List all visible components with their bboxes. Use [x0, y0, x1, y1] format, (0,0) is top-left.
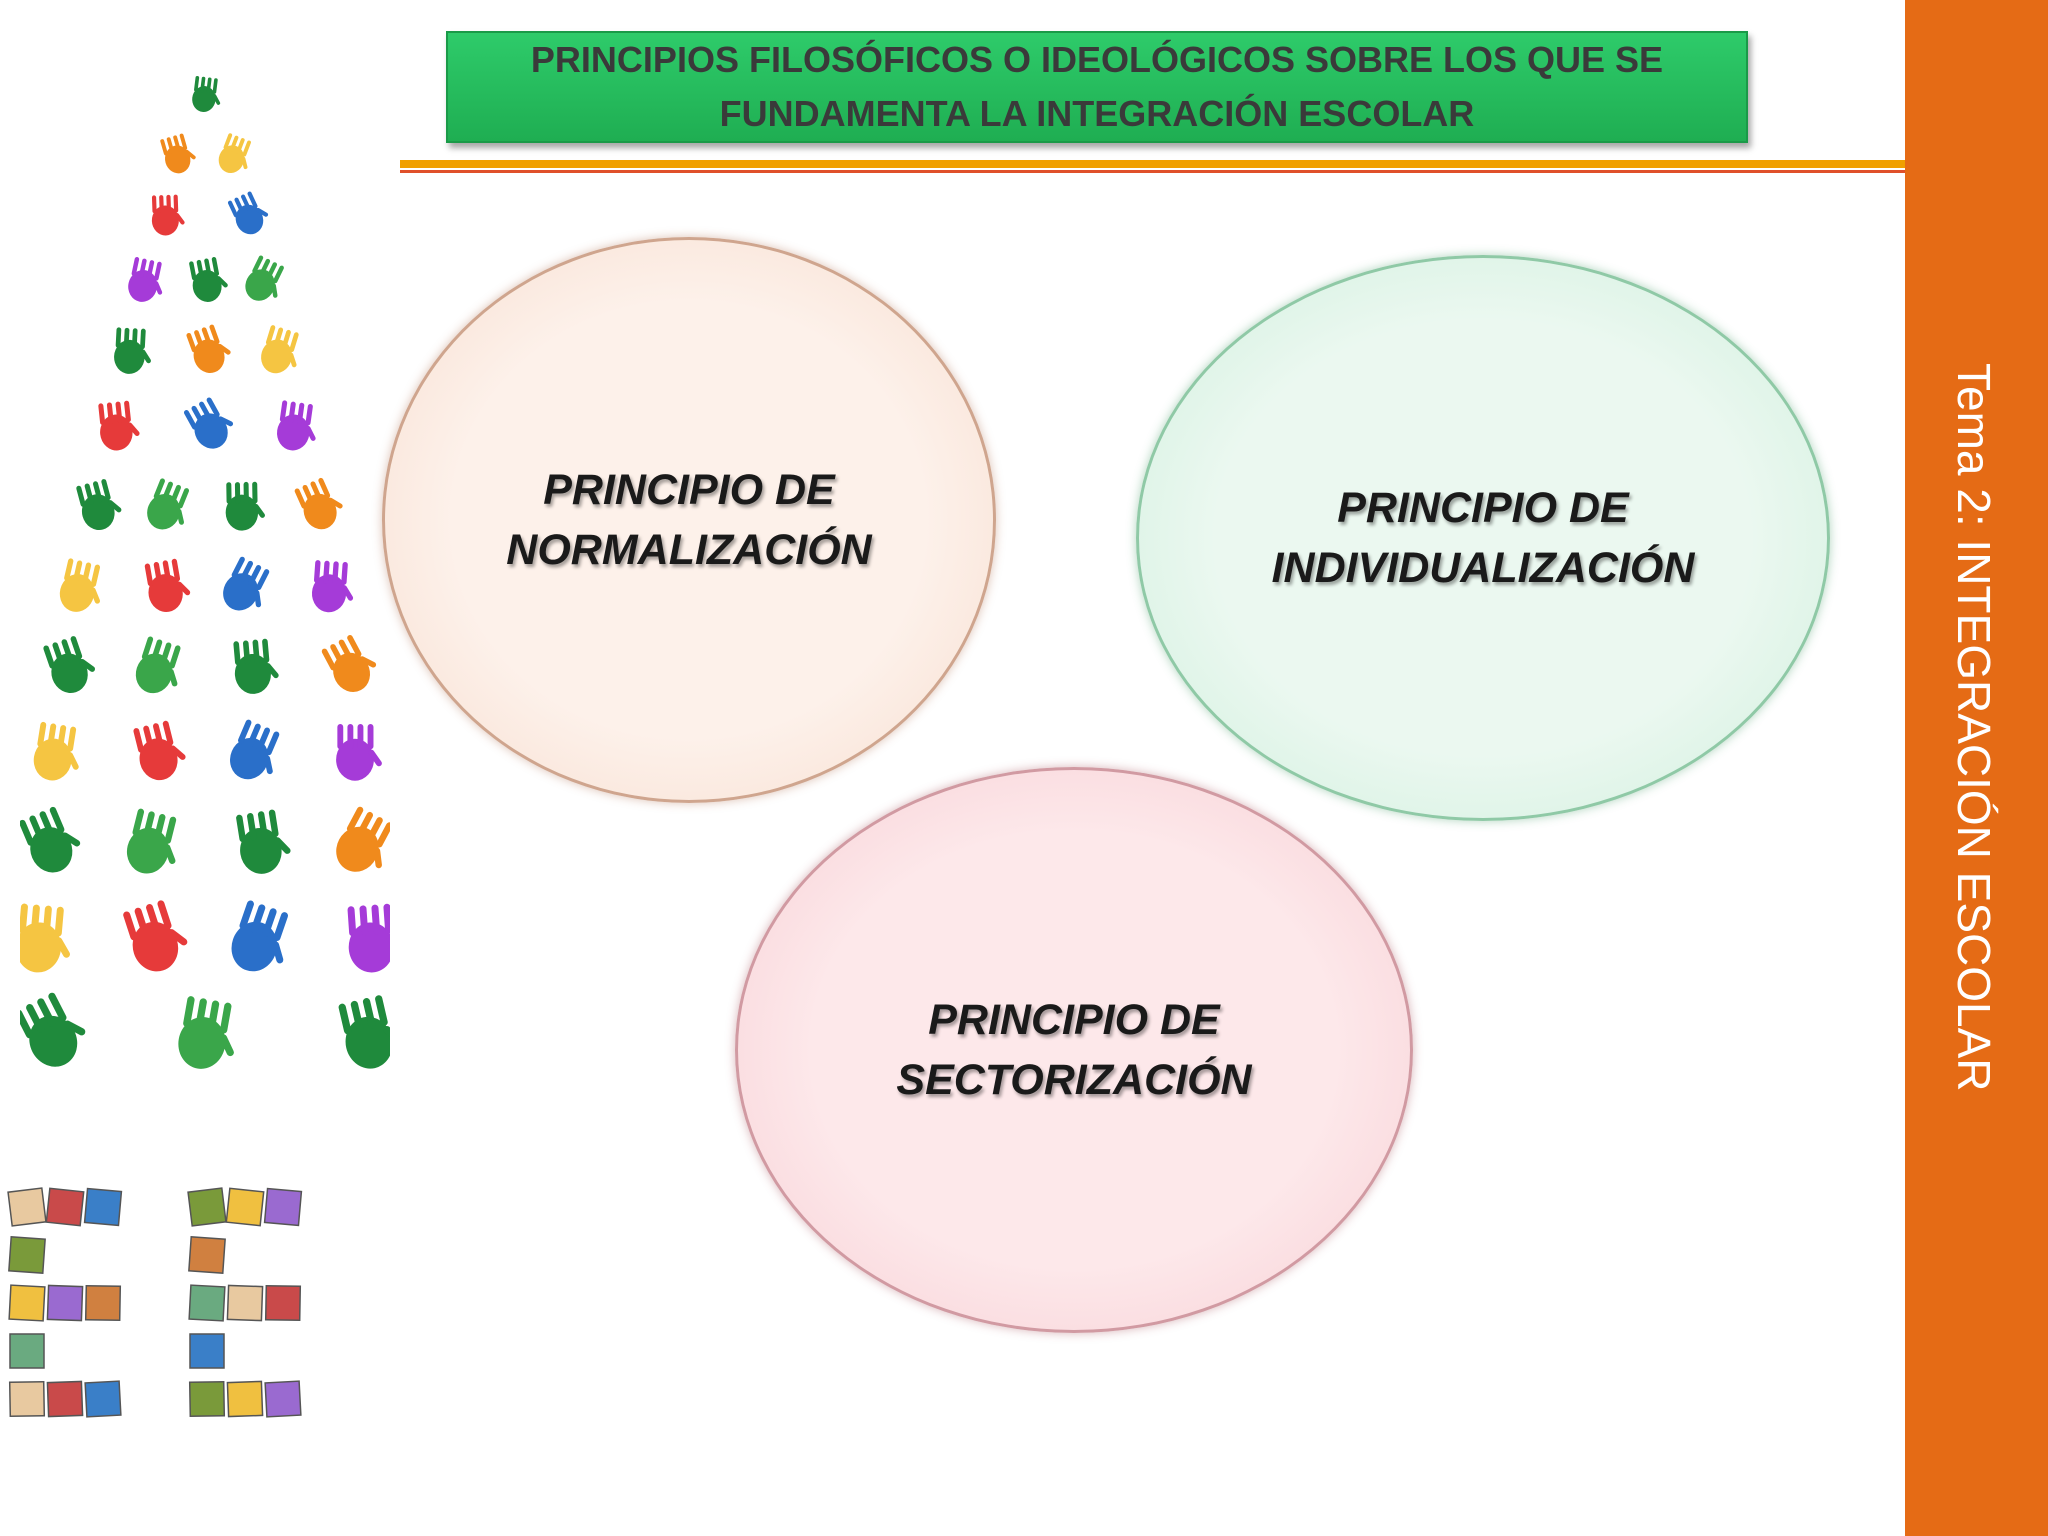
handprint [218, 133, 251, 173]
letter-block [8, 1380, 46, 1418]
handprint-tree-icon [20, 75, 390, 1069]
handprint [98, 400, 140, 451]
letter-block [8, 1236, 46, 1274]
principle-label-line-2: INDIVIDUALIZACIÓN [1271, 544, 1695, 592]
handprint [43, 636, 96, 694]
letter-block [84, 1380, 122, 1418]
letter-block [187, 1187, 227, 1227]
letter-block [189, 1333, 225, 1369]
letter-block [7, 1187, 47, 1227]
handprint [20, 903, 70, 973]
handprint [227, 191, 269, 235]
handprint [233, 638, 279, 694]
title-line-2: FUNDAMENTA LA INTEGRACIÓN ESCOLAR [719, 93, 1475, 134]
principle-label: PRINCIPIO DE INDIVIDUALIZACIÓN [1272, 478, 1695, 598]
handprint [223, 556, 270, 611]
handprint [128, 256, 163, 302]
letter-block [188, 1380, 226, 1418]
handprint [20, 992, 86, 1067]
letter-block [226, 1380, 264, 1418]
letter-block [9, 1333, 45, 1369]
title-line-1: PRINCIPIOS FILOSÓFICOS O IDEOLÓGICOS SOB… [530, 39, 1664, 80]
handprint [135, 636, 181, 694]
handprint [347, 903, 390, 973]
handprint [336, 806, 390, 872]
handprint [338, 995, 390, 1069]
handprint [126, 808, 177, 874]
handprint [160, 133, 196, 174]
handprint [114, 327, 151, 374]
handprint [123, 900, 188, 972]
letter-block [264, 1284, 302, 1322]
principle-label: PRINCIPIO DE SECTORIZACIÓN [896, 990, 1251, 1110]
principle-label-line-2: SECTORIZACIÓN [896, 1056, 1252, 1104]
handprint [33, 721, 79, 781]
principle-individualization: PRINCIPIO DE INDIVIDUALIZACIÓN [1136, 255, 1830, 821]
letter-block [45, 1187, 85, 1227]
handprint [245, 255, 284, 301]
principle-label-line-2: NORMALIZACIÓN [506, 526, 872, 574]
letter-block [188, 1284, 226, 1322]
letter-block [83, 1187, 123, 1227]
principle-label-line-1: PRINCIPIO DE [1337, 484, 1629, 532]
handprint [144, 558, 191, 613]
principle-sectorization: PRINCIPIO DE SECTORIZACIÓN [735, 767, 1413, 1333]
page-title: PRINCIPIOS FILOSÓFICOS O IDEOLÓGICOS SOB… [497, 33, 1697, 141]
principle-label-line-1: PRINCIPIO DE [543, 466, 835, 514]
letter-block [84, 1284, 122, 1322]
handprint [231, 900, 288, 972]
handprint [147, 478, 190, 530]
handprint [294, 477, 343, 530]
letter-block [225, 1187, 265, 1227]
side-bar [1905, 0, 2048, 1536]
handprint [59, 558, 101, 612]
letter-block [46, 1380, 84, 1418]
handprint [189, 256, 228, 302]
handprint [76, 479, 122, 531]
header-divider-accent [400, 170, 1905, 173]
handprint [336, 724, 382, 781]
topic-label: Tema 2: INTEGRACIÓN ESCOLAR [1948, 363, 2000, 1092]
handprint [225, 481, 265, 531]
title-banner: PRINCIPIOS FILOSÓFICOS O IDEOLÓGICOS SOB… [446, 31, 1748, 143]
handprint [311, 560, 354, 613]
principle-label-line-1: PRINCIPIO DE [928, 996, 1220, 1044]
handprint [261, 325, 299, 374]
handprint [151, 194, 185, 236]
handprint [20, 806, 81, 873]
handprint [133, 720, 186, 781]
principle-label: PRINCIPIO DE NORMALIZACIÓN [506, 460, 871, 580]
handprint [230, 719, 280, 780]
principle-normalization: PRINCIPIO DE NORMALIZACIÓN [382, 237, 996, 803]
handprint [178, 996, 234, 1069]
letter-block [226, 1284, 264, 1322]
handprint [192, 75, 221, 113]
handprint [186, 324, 231, 373]
handprint [321, 635, 377, 692]
letter-block [188, 1236, 226, 1274]
letter-block [46, 1284, 84, 1322]
letter-blocks-icon [7, 1187, 303, 1418]
letter-block [263, 1187, 303, 1227]
handprint [183, 397, 234, 449]
letter-block [264, 1380, 302, 1418]
handprint [236, 809, 291, 874]
letter-block [8, 1284, 46, 1322]
handprint [277, 400, 316, 451]
header-divider [400, 160, 1905, 168]
